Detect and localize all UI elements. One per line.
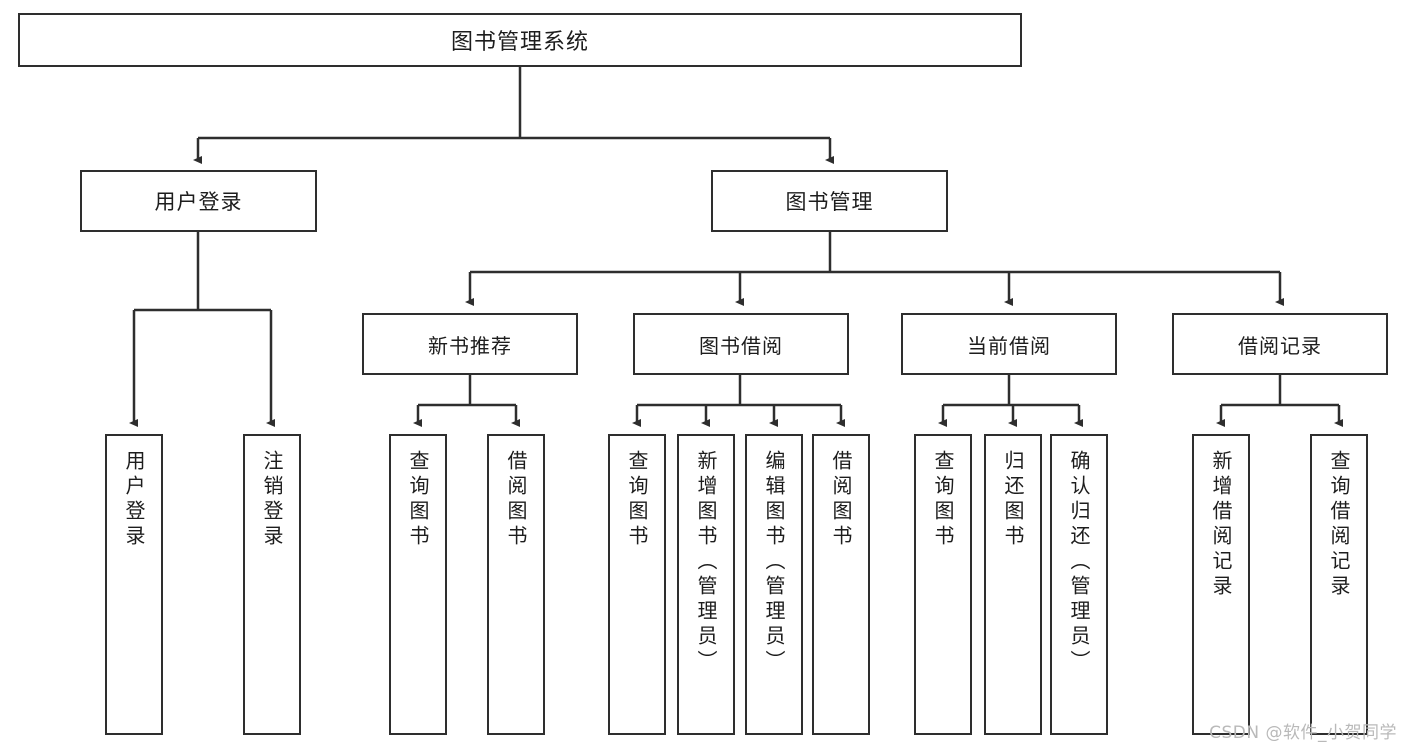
node-leaf-query-book-1[interactable]: 查询图书 — [389, 434, 447, 735]
node-user-login-label: 用户登录 — [154, 190, 243, 214]
node-leaf-logout[interactable]: 注销登录 — [243, 434, 301, 735]
node-user-login[interactable]: 用户登录 — [80, 170, 317, 232]
node-leaf-add-book[interactable]: 新增图书（管理员） — [677, 434, 735, 735]
node-leaf-add-book-label: 新增图书（管理员） — [694, 450, 718, 675]
node-borrow-record-label: 借阅记录 — [1238, 333, 1322, 358]
node-leaf-return-book-label: 归还图书 — [1001, 450, 1025, 550]
node-leaf-confirm-return[interactable]: 确认归还（管理员） — [1050, 434, 1108, 735]
node-leaf-add-record[interactable]: 新增借阅记录 — [1192, 434, 1250, 735]
node-leaf-user-login-label: 用户登录 — [122, 450, 146, 550]
node-leaf-borrow-book-2[interactable]: 借阅图书 — [812, 434, 870, 735]
node-root-label: 图书管理系统 — [450, 30, 589, 55]
node-leaf-query-book-2-label: 查询图书 — [625, 450, 649, 550]
node-new-book-recommend[interactable]: 新书推荐 — [362, 313, 578, 375]
node-leaf-borrow-book-1[interactable]: 借阅图书 — [487, 434, 545, 735]
node-book-borrow-label: 图书借阅 — [699, 333, 783, 358]
node-leaf-borrow-book-1-label: 借阅图书 — [504, 450, 528, 550]
node-leaf-edit-book[interactable]: 编辑图书（管理员） — [745, 434, 803, 735]
node-leaf-query-book-3[interactable]: 查询图书 — [914, 434, 972, 735]
node-leaf-return-book[interactable]: 归还图书 — [984, 434, 1042, 735]
node-book-manage-label: 图书管理 — [785, 190, 874, 214]
node-leaf-add-record-label: 新增借阅记录 — [1209, 450, 1233, 600]
node-leaf-confirm-return-label: 确认归还（管理员） — [1067, 450, 1091, 675]
node-borrow-record[interactable]: 借阅记录 — [1172, 313, 1388, 375]
node-current-borrow-label: 当前借阅 — [967, 333, 1051, 358]
node-leaf-query-book-1-label: 查询图书 — [406, 450, 430, 550]
node-leaf-query-record-label: 查询借阅记录 — [1327, 450, 1351, 600]
node-book-manage[interactable]: 图书管理 — [711, 170, 948, 232]
node-leaf-edit-book-label: 编辑图书（管理员） — [762, 450, 786, 675]
node-new-book-recommend-label: 新书推荐 — [428, 333, 512, 358]
node-root[interactable]: 图书管理系统 — [18, 13, 1022, 67]
node-leaf-logout-label: 注销登录 — [260, 450, 284, 550]
node-current-borrow[interactable]: 当前借阅 — [901, 313, 1117, 375]
node-leaf-query-book-2[interactable]: 查询图书 — [608, 434, 666, 735]
node-book-borrow[interactable]: 图书借阅 — [633, 313, 849, 375]
node-leaf-user-login[interactable]: 用户登录 — [105, 434, 163, 735]
node-leaf-borrow-book-2-label: 借阅图书 — [829, 450, 853, 550]
node-leaf-query-record[interactable]: 查询借阅记录 — [1310, 434, 1368, 735]
node-leaf-query-book-3-label: 查询图书 — [931, 450, 955, 550]
